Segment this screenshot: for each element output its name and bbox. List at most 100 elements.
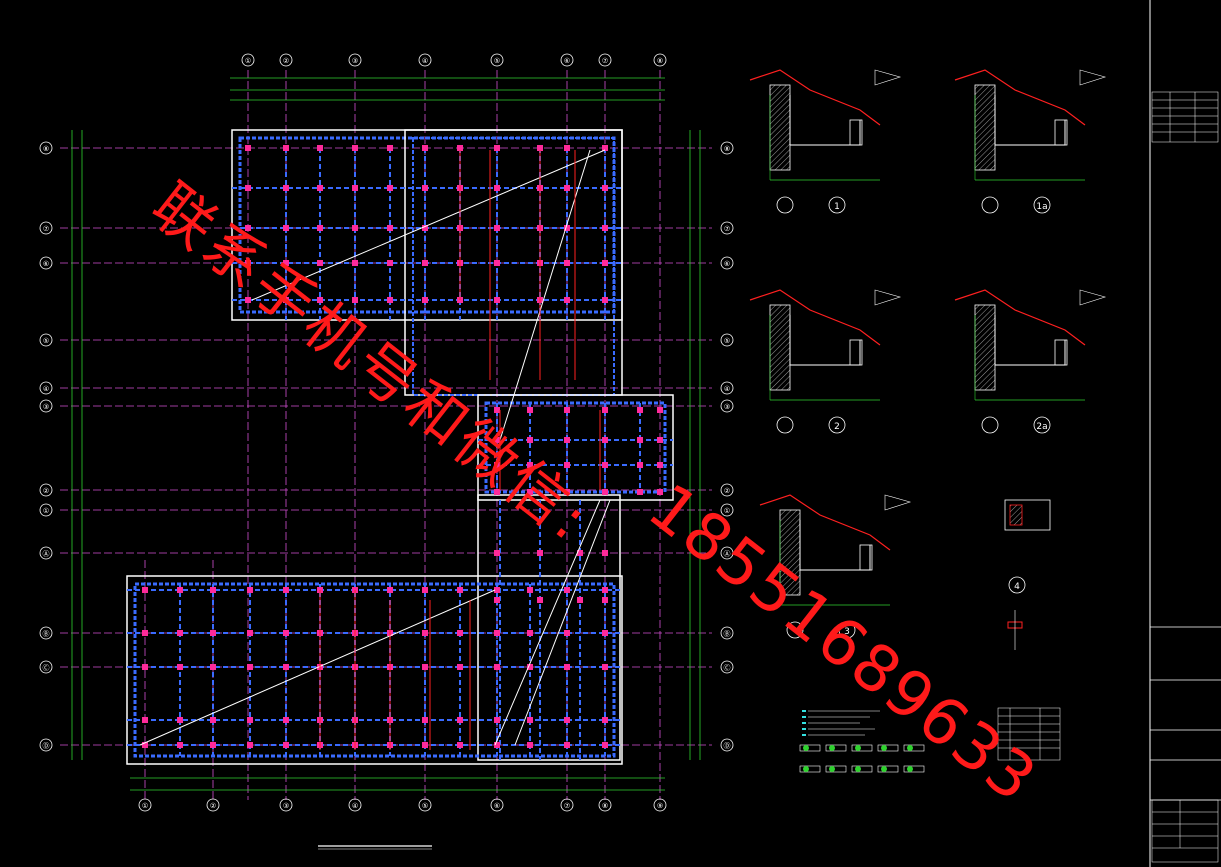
svg-text:②: ② xyxy=(724,487,730,495)
svg-text:⑨: ⑨ xyxy=(657,802,663,810)
svg-text:②: ② xyxy=(43,487,49,495)
right-row-axis-bubble: ④ xyxy=(720,381,734,395)
axis-bubbles: ① ② ③ ④ ⑤ ⑥ ⑦ ⑧ ① ② ③ ④ ⑤ ⑥ ⑦ ⑧ ⑨ ⑧ ⑦ ⑥ ⑤ ④ ③ ② ① Ⓐ Ⓑ Ⓒ Ⓓ ⑧ ⑦ ⑥ ⑤ ④ ③ ② ① Ⓐ Ⓑ Ⓒ… xyxy=(39,53,734,812)
left-row-axis-bubble: ④ xyxy=(39,381,53,395)
section-detail: 1 xyxy=(749,69,902,214)
section-detail: 1a xyxy=(954,69,1107,214)
right-row-axis-bubble: Ⓑ xyxy=(720,626,734,640)
left-row-axis-bubble: Ⓒ xyxy=(39,660,53,674)
right-row-axis-bubble: ⑥ xyxy=(720,256,734,270)
section-detail-small: 4 xyxy=(1004,499,1051,650)
svg-text:①: ① xyxy=(724,507,730,515)
top-column-axis-bubble: ④ xyxy=(418,53,432,67)
section-detail: 3 xyxy=(759,494,912,639)
svg-text:1: 1 xyxy=(834,202,840,212)
bottom-column-axis-bubble: ③ xyxy=(279,798,293,812)
svg-text:2a: 2a xyxy=(1036,422,1047,432)
svg-text:Ⓓ: Ⓓ xyxy=(724,742,731,750)
svg-text:①: ① xyxy=(142,802,148,810)
svg-text:⑥: ⑥ xyxy=(43,260,49,268)
revision-table xyxy=(1151,91,1219,143)
right-row-axis-bubble: ⑧ xyxy=(720,141,734,155)
left-row-axis-bubble: ⑧ xyxy=(39,141,53,155)
svg-text:①: ① xyxy=(43,507,49,515)
svg-text:⑤: ⑤ xyxy=(43,337,49,345)
svg-text:⑦: ⑦ xyxy=(724,225,730,233)
svg-text:③: ③ xyxy=(724,403,730,411)
bottom-column-axis-bubble: ⑧ xyxy=(598,798,612,812)
top-column-axis-bubble: ② xyxy=(279,53,293,67)
left-row-axis-bubble: ⑤ xyxy=(39,333,53,347)
right-row-axis-bubble: ② xyxy=(720,483,734,497)
svg-text:⑥: ⑥ xyxy=(564,57,570,65)
bottom-column-axis-bubble: ⑦ xyxy=(560,798,574,812)
section-detail: 2a xyxy=(954,289,1107,434)
notes-legend xyxy=(799,707,1061,773)
left-row-axis-bubble: ⑥ xyxy=(39,256,53,270)
svg-text:⑧: ⑧ xyxy=(602,802,608,810)
svg-text:⑥: ⑥ xyxy=(724,260,730,268)
svg-text:⑥: ⑥ xyxy=(494,802,500,810)
svg-text:Ⓑ: Ⓑ xyxy=(43,630,50,638)
right-row-axis-bubble: ③ xyxy=(720,399,734,413)
svg-text:4: 4 xyxy=(1014,582,1020,592)
bottom-column-axis-bubble: ① xyxy=(138,798,152,812)
top-column-axis-bubble: ⑧ xyxy=(653,53,667,67)
svg-text:Ⓐ: Ⓐ xyxy=(724,550,731,558)
svg-text:Ⓑ: Ⓑ xyxy=(724,630,731,638)
svg-text:③: ③ xyxy=(283,802,289,810)
svg-text:⑧: ⑧ xyxy=(43,145,49,153)
svg-text:④: ④ xyxy=(422,57,428,65)
plan-title xyxy=(318,845,432,850)
svg-text:③: ③ xyxy=(352,57,358,65)
top-column-axis-bubble: ③ xyxy=(348,53,362,67)
left-row-axis-bubble: ③ xyxy=(39,399,53,413)
bottom-column-axis-bubble: ⑥ xyxy=(490,798,504,812)
svg-text:⑧: ⑧ xyxy=(657,57,663,65)
svg-text:⑦: ⑦ xyxy=(43,225,49,233)
left-row-axis-bubble: Ⓑ xyxy=(39,626,53,640)
svg-text:④: ④ xyxy=(43,385,49,393)
svg-text:Ⓒ: Ⓒ xyxy=(43,664,50,672)
svg-text:Ⓐ: Ⓐ xyxy=(43,550,50,558)
top-column-axis-bubble: ⑦ xyxy=(598,53,612,67)
svg-text:⑦: ⑦ xyxy=(564,802,570,810)
title-block-table xyxy=(1151,799,1219,863)
svg-text:3: 3 xyxy=(844,627,850,637)
lower-wing-frame xyxy=(126,575,623,765)
red-rebar-lines xyxy=(319,150,601,750)
svg-text:⑤: ⑤ xyxy=(724,337,730,345)
right-row-axis-bubble: Ⓐ xyxy=(720,546,734,560)
svg-text:1a: 1a xyxy=(1036,202,1047,212)
right-row-axis-bubble: Ⓒ xyxy=(720,660,734,674)
bottom-column-axis-bubble: ④ xyxy=(348,798,362,812)
section-details: 1 1a 2 2a 3 4 xyxy=(749,69,1107,650)
svg-text:Ⓒ: Ⓒ xyxy=(724,664,731,672)
svg-text:②: ② xyxy=(210,802,216,810)
right-row-axis-bubble: ⑤ xyxy=(720,333,734,347)
left-row-axis-bubble: ① xyxy=(39,503,53,517)
top-column-axis-bubble: ⑤ xyxy=(490,53,504,67)
dimension-lines xyxy=(71,77,701,791)
svg-text:②: ② xyxy=(283,57,289,65)
svg-text:⑦: ⑦ xyxy=(602,57,608,65)
svg-text:④: ④ xyxy=(352,802,358,810)
svg-text:⑤: ⑤ xyxy=(494,57,500,65)
svg-text:⑤: ⑤ xyxy=(422,802,428,810)
svg-text:③: ③ xyxy=(43,403,49,411)
top-column-axis-bubble: ⑥ xyxy=(560,53,574,67)
middle-section-frame xyxy=(477,394,674,761)
left-row-axis-bubble: Ⓐ xyxy=(39,546,53,560)
left-row-axis-bubble: Ⓓ xyxy=(39,738,53,752)
right-row-axis-bubble: ① xyxy=(720,503,734,517)
top-column-axis-bubble: ① xyxy=(241,53,255,67)
svg-text:Ⓓ: Ⓓ xyxy=(43,742,50,750)
left-row-axis-bubble: ② xyxy=(39,483,53,497)
column-markers xyxy=(142,145,663,748)
bottom-column-axis-bubble: ⑤ xyxy=(418,798,432,812)
svg-text:2: 2 xyxy=(834,422,840,432)
bottom-column-axis-bubble: ② xyxy=(206,798,220,812)
right-row-axis-bubble: ⑦ xyxy=(720,221,734,235)
section-detail: 2 xyxy=(749,289,902,434)
